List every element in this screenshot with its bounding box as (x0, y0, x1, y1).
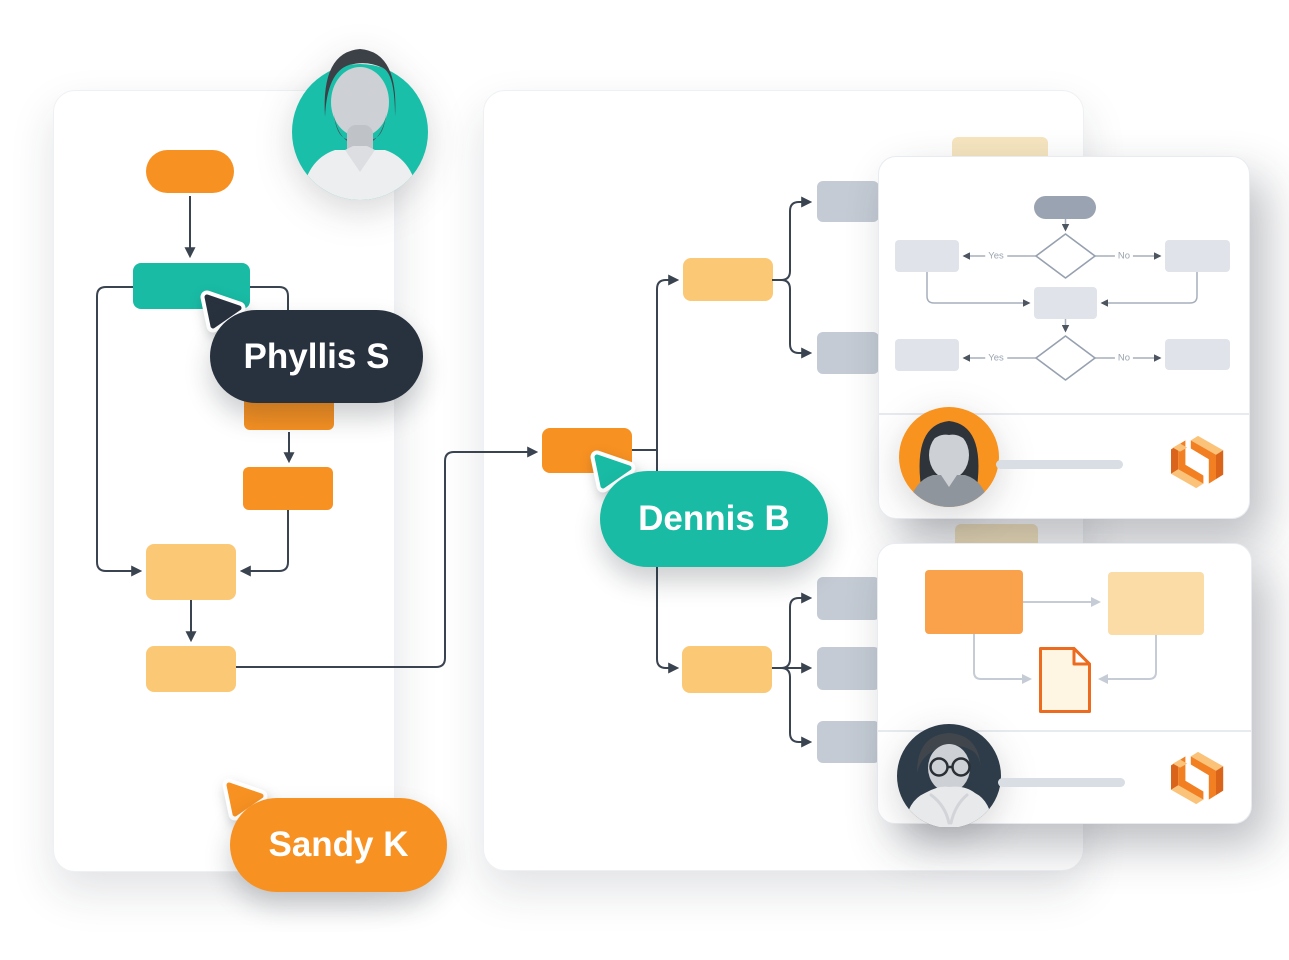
map-leaf-bottom-2[interactable] (817, 647, 880, 690)
card1-decision-diamond-1 (1035, 233, 1096, 279)
card1-footer-divider (879, 413, 1249, 415)
decision-label-no: No (1114, 251, 1134, 261)
card1-connectors (926, 219, 1198, 381)
card2-peach-rect (1108, 572, 1204, 635)
flow-yellow-step-1[interactable] (146, 544, 236, 600)
card2-footer-divider (878, 730, 1251, 732)
flowchart-card[interactable]: Yes No Yes No (878, 156, 1250, 519)
decision-label-yes: Yes (985, 251, 1007, 261)
card1-rect-center (1034, 287, 1097, 319)
card1-rect-right-2 (1165, 339, 1230, 370)
progress-bar (998, 778, 1125, 787)
collaborator-bubble-sandy[interactable]: Sandy K (230, 798, 447, 892)
flow-orange-step-2[interactable] (243, 467, 333, 510)
map-leaf-top-1[interactable] (817, 181, 879, 222)
card1-rect-left-2 (895, 339, 959, 371)
collaborator-avatar-man (292, 49, 428, 200)
map-branch-top[interactable] (683, 258, 773, 301)
document-icon (1039, 647, 1091, 713)
map-leaf-bottom-1[interactable] (817, 577, 880, 620)
card2-connectors (973, 597, 1157, 713)
collaborator-name: Dennis B (638, 499, 790, 538)
map-branch-bottom[interactable] (682, 646, 772, 693)
decision-label-no: No (1114, 353, 1134, 363)
flow-start-pill[interactable] (146, 150, 234, 193)
card1-start-pill (1034, 196, 1096, 219)
collaborator-bubble-dennis[interactable]: Dennis B (600, 471, 828, 567)
card1-rect-left-1 (895, 240, 959, 272)
map-leaf-top-2[interactable] (817, 332, 879, 374)
flow-teal-step[interactable] (133, 263, 250, 309)
collaborator-avatar-woman-glasses (897, 724, 1001, 827)
collaborator-name: Sandy K (268, 825, 409, 864)
map-root-node[interactable] (542, 428, 632, 473)
left-canvas-panel (53, 90, 395, 872)
map-leaf-bottom-3[interactable] (817, 721, 880, 763)
lucid-logo-icon (1171, 751, 1224, 805)
progress-bar (996, 460, 1123, 469)
flow-yellow-step-2[interactable] (146, 646, 236, 692)
card2-orange-rect (925, 570, 1023, 634)
card1-rect-right-1 (1165, 240, 1230, 272)
decision-label-yes: Yes (985, 353, 1007, 363)
lucid-logo-icon (1171, 435, 1224, 489)
collaborator-name: Phyllis S (243, 336, 390, 376)
collaborator-avatar-woman-bob (899, 407, 999, 507)
document-flow-card[interactable] (877, 543, 1252, 827)
collaborator-bubble-phyllis[interactable]: Phyllis S (210, 310, 423, 403)
card1-decision-diamond-2 (1035, 335, 1096, 381)
